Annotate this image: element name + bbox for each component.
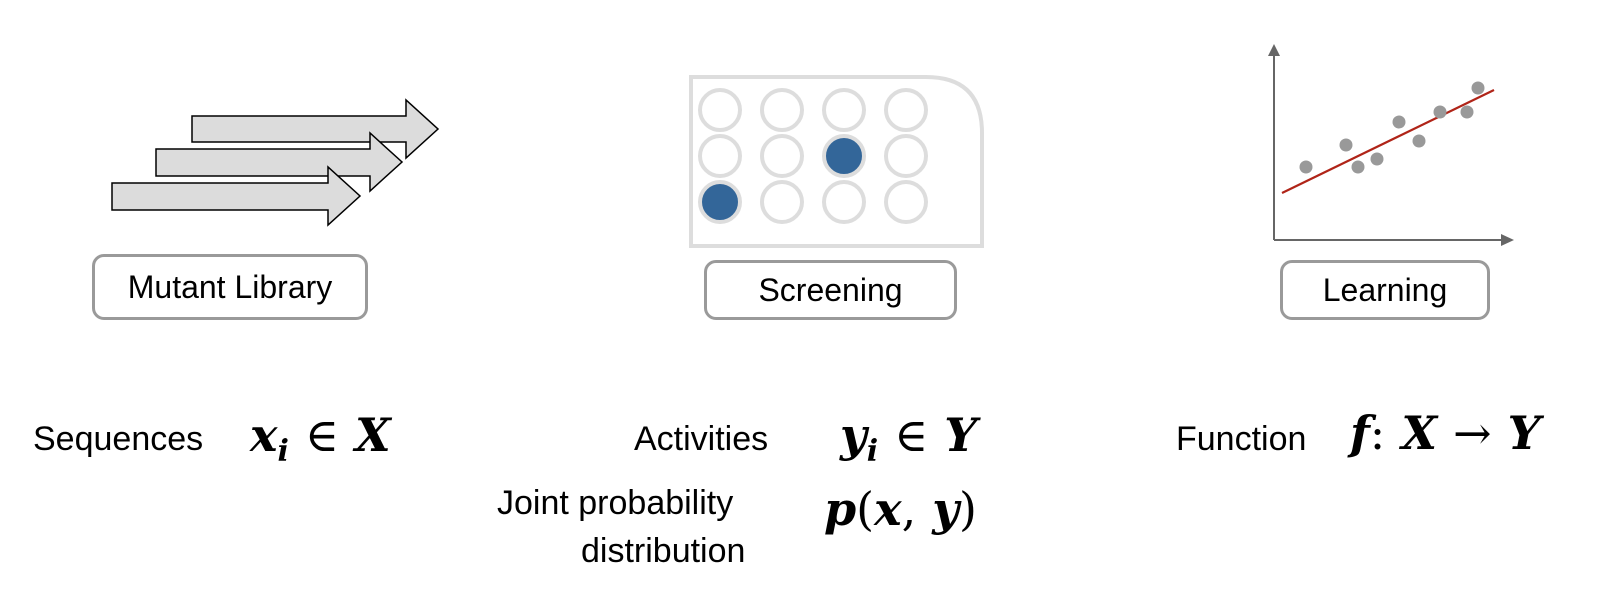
empty-well: [698, 88, 742, 132]
empty-well: [760, 134, 804, 178]
regression-line: [1281, 89, 1495, 194]
empty-well: [884, 88, 928, 132]
sequences-math: xi ∈ X: [250, 408, 391, 469]
joint-probability-label: Joint probability: [497, 484, 734, 522]
learning-box: Learning: [1280, 260, 1490, 320]
function-label: Function: [1176, 420, 1307, 458]
filled-well: [698, 180, 742, 224]
data-point: [1299, 160, 1313, 174]
well-plate-icon: [689, 75, 984, 248]
data-point: [1370, 152, 1384, 166]
y-axis-arrowhead: [1268, 44, 1280, 56]
data-point: [1433, 105, 1447, 119]
x-axis-arrowhead: [1501, 234, 1514, 246]
data-point: [1351, 160, 1365, 174]
function-math: f: X → Y: [1350, 406, 1541, 460]
filled-well: [822, 134, 866, 178]
data-point: [1339, 138, 1353, 152]
distribution-label: distribution: [581, 532, 746, 570]
mutant-library-box: Mutant Library: [92, 254, 368, 320]
learning-title: Learning: [1322, 271, 1448, 308]
activities-label: Activities: [634, 420, 769, 458]
screening-box: Screening: [704, 260, 957, 320]
empty-well: [760, 88, 804, 132]
stacked-arrows-icon: [111, 98, 440, 227]
sequences-label: Sequences: [33, 420, 204, 458]
screening-title: Screening: [758, 271, 903, 308]
data-point: [1392, 115, 1406, 129]
sequence-arrow-front: [111, 165, 362, 227]
scatter-regression-icon: [1268, 44, 1514, 246]
empty-well: [822, 180, 866, 224]
sequence-arrow-middle: [155, 131, 404, 193]
joint-probability-math: p(x, y): [824, 482, 977, 536]
empty-well: [760, 180, 804, 224]
sequence-arrow-back: [191, 98, 440, 160]
data-point: [1412, 134, 1426, 148]
data-point: [1460, 105, 1474, 119]
empty-well: [822, 88, 866, 132]
empty-well: [884, 134, 928, 178]
data-point: [1471, 81, 1485, 95]
empty-well: [884, 180, 928, 224]
mutant-library-title: Mutant Library: [127, 268, 333, 305]
empty-well: [698, 134, 742, 178]
activities-math: yi ∈ Y: [840, 408, 978, 469]
